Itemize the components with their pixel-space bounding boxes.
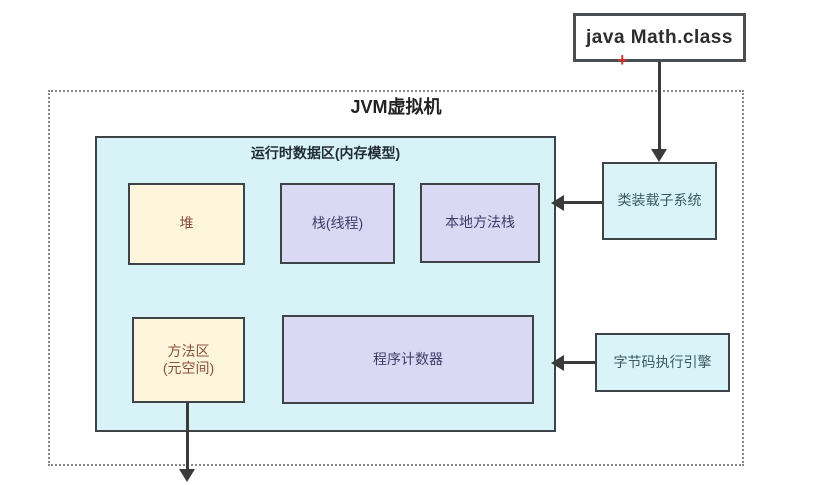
bytecode-execution-engine-box: 字节码执行引擎 bbox=[595, 333, 730, 392]
thread-stack-box: 栈(线程) bbox=[280, 183, 395, 264]
class-loader-subsystem-box: 类装载子系统 bbox=[602, 162, 717, 240]
program-counter-box: 程序计数器 bbox=[282, 315, 534, 404]
native-method-stack-label: 本地方法栈 bbox=[445, 214, 515, 231]
arrow-methodarea-down-head bbox=[179, 469, 195, 482]
bytecode-execution-engine-label: 字节码执行引擎 bbox=[613, 353, 712, 370]
arrow-classfile-to-classloader-stem bbox=[658, 62, 661, 150]
arrow-classloader-to-runtime-head bbox=[551, 195, 564, 211]
arrow-engine-to-runtime-head bbox=[551, 355, 564, 371]
method-area-box: 方法区 (元空间) bbox=[132, 317, 245, 403]
java-class-file-box: java Math.class bbox=[573, 13, 746, 62]
jvm-boundary-box bbox=[48, 90, 744, 466]
arrow-engine-to-runtime-stem bbox=[563, 361, 595, 364]
class-loader-subsystem-label: 类装载子系统 bbox=[617, 192, 702, 209]
heap-box: 堆 bbox=[128, 183, 245, 265]
method-area-label-line1: 方法区 bbox=[167, 342, 210, 359]
java-class-file-label: java Math.class bbox=[586, 26, 733, 48]
arrow-classloader-to-runtime-stem bbox=[563, 201, 602, 204]
arrow-classfile-to-classloader-head bbox=[651, 149, 667, 162]
method-area-label-line2: (元空间) bbox=[162, 360, 215, 376]
heap-label: 堆 bbox=[179, 215, 194, 232]
jvm-title: JVM虚拟机 bbox=[350, 97, 442, 117]
runtime-data-area-title: 运行时数据区(内存模型) bbox=[250, 145, 401, 161]
plus-marker: + bbox=[617, 50, 628, 70]
native-method-stack-box: 本地方法栈 bbox=[420, 183, 540, 263]
arrow-methodarea-down-stem bbox=[186, 403, 189, 470]
thread-stack-label: 栈(线程) bbox=[311, 214, 364, 231]
program-counter-label: 程序计数器 bbox=[373, 350, 443, 367]
